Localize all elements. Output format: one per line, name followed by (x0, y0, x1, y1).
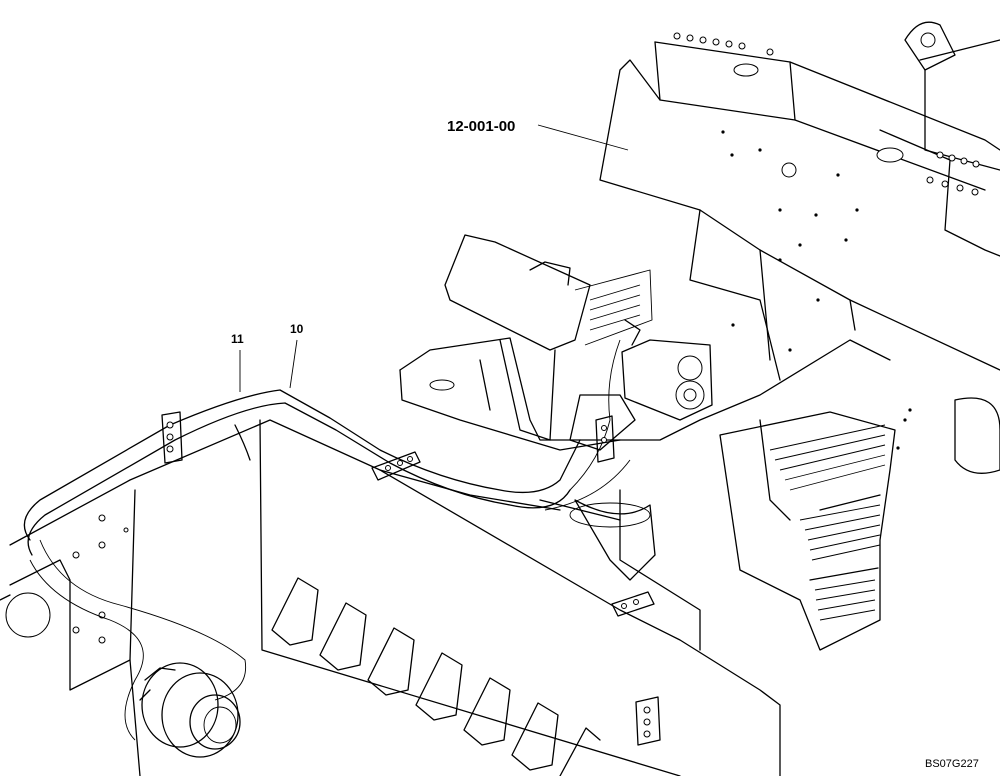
main-frame (599, 21, 1000, 474)
callout-frame: 12-001-00 (447, 118, 629, 151)
valve-block (569, 319, 713, 451)
drawing-reference-number: BS07G227 (925, 758, 979, 770)
harness-routing (23, 339, 631, 741)
callout-harness-b: 10 (289, 322, 304, 389)
swivel-joint (569, 499, 656, 581)
callout-label-frame: 12-001-00 (447, 118, 515, 135)
callout-harness-a: 11 (231, 332, 244, 392)
shoe-guides (271, 577, 601, 776)
leader-line-frame (537, 124, 629, 151)
step-ladder (719, 411, 896, 651)
rivet-dots (721, 130, 912, 450)
callout-label-10: 10 (290, 322, 304, 336)
leader-line-10 (289, 339, 298, 389)
callout-label-11: 11 (231, 332, 244, 346)
flange-holes (673, 32, 980, 196)
frame-plate-holes (72, 514, 129, 644)
clamp-brackets (161, 411, 661, 746)
travel-motor (139, 662, 241, 758)
console-base (399, 234, 891, 451)
